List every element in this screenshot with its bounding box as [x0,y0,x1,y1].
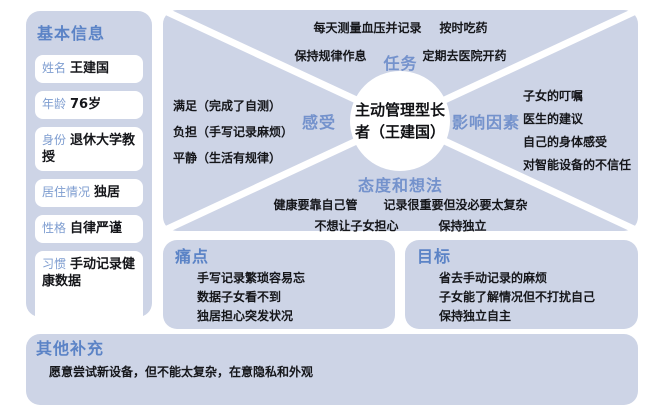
influence-item: 自己的身体感受 [523,135,608,149]
field-label: 居住情况 [42,184,91,199]
attitude-item: 健康要靠自己管 [273,198,358,212]
field-label: 年龄 [42,96,67,111]
info-card-character: 性格自律严谨 [35,214,143,243]
pain-point-item: 数据子女看不到 [197,289,282,304]
attitude-item: 不想让子女担心 [314,219,399,233]
feeling-item: 满足（完成了自测） [173,99,282,113]
attitudes-row-1: 健康要靠自己管 记录很重要但没必要太复杂 [163,196,638,213]
attitudes-row-2: 不想让子女担心 保持独立 [163,217,638,234]
influence-item: 子女的叮嘱 [523,89,584,103]
tasks-row-1: 每天测量血压并记录 按时吃药 [163,19,638,36]
pain-point-item: 手写记录繁琐容易忘 [197,270,306,285]
info-card-living: 居住情况独居 [35,178,143,207]
feeling-item: 平静（生活有规律） [173,151,282,165]
basic-info-title: 基本信息 [37,24,106,43]
persona-center-circle: 主动管理型长者（王建国） [350,71,450,171]
goal-item: 保持独立自主 [439,308,512,323]
influences-items: 子女的叮嘱 医生的建议 自己的身体感受 对智能设备的不信任 [523,85,631,177]
goals-panel: 目标 省去手动记录的麻烦 子女能了解情况但不打扰自己 保持独立自主 [405,240,638,329]
goal-item: 子女能了解情况但不打扰自己 [439,289,596,304]
field-value: 独居 [94,184,121,200]
attitudes-quadrant-label: 态度和想法 [357,176,443,195]
tasks-row-2: 保持规律作息 定期去医院开药 [163,47,638,64]
other-notes-title: 其他补充 [36,339,105,358]
goal-item: 省去手动记录的麻烦 [439,270,548,285]
field-label: 身份 [42,132,67,147]
task-item: 按时吃药 [439,21,488,35]
field-value: 76岁 [70,96,102,112]
other-notes-panel: 其他补充 愿意尝试新设备，但不能太复杂，在意隐私和外观 [26,334,638,405]
goals-title: 目标 [417,247,452,266]
feeling-item: 负担（手写记录麻烦） [173,125,294,139]
field-label: 姓名 [42,60,67,75]
task-item: 定期去医院开药 [422,49,507,63]
pain-point-item: 独居担心突发状况 [197,308,294,323]
info-card-habit: 习惯手动记录健康数据 [35,250,143,331]
field-value: 王建国 [70,60,110,76]
field-value: 自律严谨 [70,220,123,236]
info-card-name: 姓名王建国 [35,54,143,83]
field-value: 退休大学教授 [42,132,136,165]
tasks-quadrant-label: 任务 [383,54,418,73]
other-notes-text: 愿意尝试新设备，但不能太复杂，在意隐私和外观 [49,364,314,379]
attitude-item: 记录很重要但没必要太复杂 [383,198,528,212]
attitude-item: 保持独立 [438,219,487,233]
task-item: 每天测量血压并记录 [313,21,422,35]
goals-items: 省去手动记录的麻烦 子女能了解情况但不打扰自己 保持独立自主 [439,269,628,326]
influences-quadrant-label: 影响因素 [452,113,521,132]
pain-points-title: 痛点 [175,247,210,266]
feelings-quadrant-label: 感受 [302,113,337,132]
info-card-identity: 身份退休大学教授 [35,126,143,171]
field-label: 性格 [42,220,67,235]
pain-points-panel: 痛点 手写记录繁琐容易忘 数据子女看不到 独居担心突发状况 [163,240,395,329]
persona-center-label: 主动管理型长者（王建国） [354,100,445,142]
task-item: 保持规律作息 [294,49,367,63]
influence-item: 医生的建议 [523,112,584,126]
feelings-items: 满足（完成了自测） 负担（手写记录麻烦） 平静（生活有规律） [173,93,293,171]
field-label: 习惯 [42,256,67,271]
pain-points-items: 手写记录繁琐容易忘 数据子女看不到 独居担心突发状况 [197,269,385,326]
empathy-map-panel: 每天测量血压并记录 按时吃药 保持规律作息 定期去医院开药 任务 满足（完成了自… [163,10,638,234]
influence-item: 对智能设备的不信任 [523,158,632,172]
field-value: 手动记录健康数据 [42,256,136,289]
